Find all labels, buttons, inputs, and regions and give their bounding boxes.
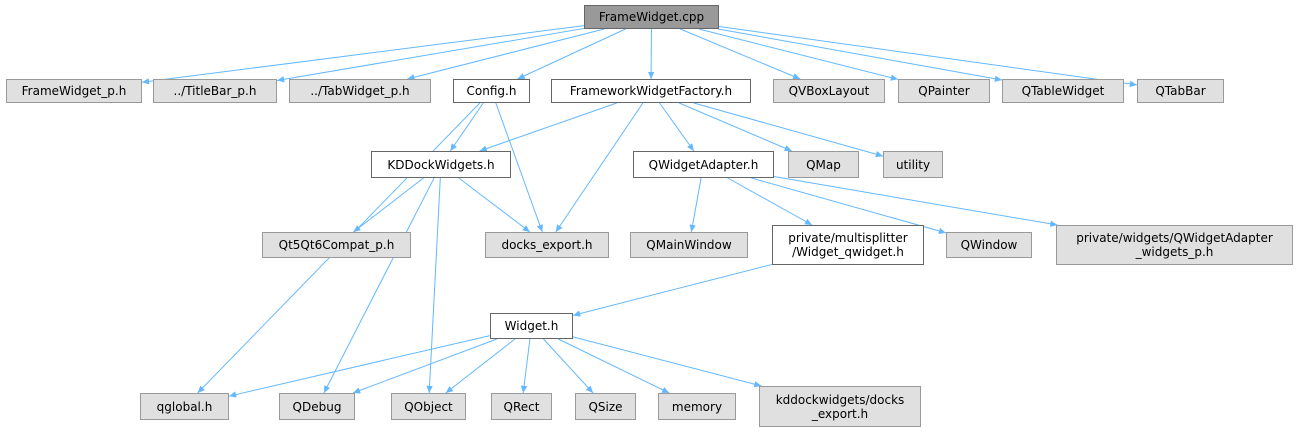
edge-framewidget-cpp-to-config-h xyxy=(517,28,626,80)
edge-framewidget-cpp-to-framewidget-p-h xyxy=(141,25,585,85)
node-qmainwindow: QMainWindow xyxy=(630,232,748,258)
edge-config-h-to-docks-export-h xyxy=(495,102,543,233)
node-frameworkwidgetfactory-h[interactable]: FrameworkWidgetFactory.h xyxy=(551,79,751,103)
node-utility: utility xyxy=(883,151,943,178)
node-memory: memory xyxy=(658,393,736,420)
node-config-h[interactable]: Config.h xyxy=(453,79,530,103)
node-qobject: QObject xyxy=(391,393,466,420)
edge-kddockwidgets-h-to-qdebug xyxy=(323,177,435,394)
edge-qwidgetadapter-h-to-qwidgetadapter-widgets-p-h xyxy=(773,176,1058,227)
node-qglobal-h: qglobal.h xyxy=(140,393,229,420)
edge-framewidget-cpp-to-tabwidget-p-h xyxy=(407,28,605,81)
edge-qwidgetadapter-h-to-widget-qwidget-h xyxy=(727,177,813,226)
edge-frameworkwidgetfactory-h-to-qwidgetadapter-h xyxy=(659,102,695,152)
node-qtablewidget: QTableWidget xyxy=(1002,79,1124,103)
node-qsize: QSize xyxy=(575,393,636,420)
node-qdebug: QDebug xyxy=(279,393,355,420)
edge-widget-h-to-qsize xyxy=(543,338,594,394)
edge-widget-h-to-qdebug xyxy=(352,338,498,394)
node-docks-export-h: docks_export.h xyxy=(485,232,609,258)
edge-framewidget-cpp-to-qvboxlayout xyxy=(680,28,801,80)
node-kdd-docks-export-h: kddockwidgets/docks _export.h xyxy=(759,386,921,427)
edge-qwidgetadapter-h-to-qwindow xyxy=(751,177,947,235)
node-qmap: QMap xyxy=(788,151,859,178)
node-qwidgetadapter-h[interactable]: QWidgetAdapter.h xyxy=(633,151,774,178)
edge-widget-h-to-kdd-docks-export-h xyxy=(572,336,762,388)
edge-framewidget-cpp-to-qtablewidget xyxy=(718,28,1003,82)
edge-frameworkwidgetfactory-h-to-kddockwidgets-h xyxy=(479,102,617,152)
node-kddockwidgets-h[interactable]: KDDockWidgets.h xyxy=(371,151,511,178)
edge-widget-h-to-qrect xyxy=(520,338,531,394)
edge-frameworkwidgetfactory-h-to-qmap xyxy=(678,102,793,152)
edge-kddockwidgets-h-to-docks-export-h xyxy=(458,177,531,233)
edge-frameworkwidgetfactory-h-to-utility xyxy=(693,102,884,158)
edge-framewidget-cpp-to-qtabbar xyxy=(718,25,1138,88)
node-tabwidget-p-h: ../TabWidget_p.h xyxy=(289,79,431,103)
node-qt5qt6compat-p-h: Qt5Qt6Compat_p.h xyxy=(262,232,411,258)
node-qwidgetadapter-widgets-p-h: private/widgets/QWidgetAdapter _widgets_… xyxy=(1056,225,1293,265)
edge-config-h-to-kddockwidgets-h xyxy=(449,102,484,152)
node-widget-h[interactable]: Widget.h xyxy=(490,313,573,339)
edge-framewidget-cpp-to-qpainter xyxy=(698,28,899,81)
edge-kddockwidgets-h-to-qobject xyxy=(426,177,441,394)
edge-widget-h-to-memory xyxy=(558,338,670,394)
edge-framewidget-cpp-to-titlebar-p-h xyxy=(276,27,585,83)
edge-widget-h-to-qglobal-h xyxy=(228,335,491,398)
node-framewidget-p-h: FrameWidget_p.h xyxy=(6,79,142,103)
edge-widget-qwidget-h-to-widget-h xyxy=(572,263,773,317)
edge-frameworkwidgetfactory-h-to-docks-export-h xyxy=(555,102,644,233)
node-widget-qwidget-h[interactable]: private/multisplitter /Widget_qwidget.h xyxy=(772,225,924,265)
edge-widget-h-to-qobject xyxy=(445,338,516,394)
node-qtabbar: QTabBar xyxy=(1137,79,1224,103)
node-qwindow: QWindow xyxy=(946,232,1032,258)
edge-qwidgetadapter-h-to-qmainwindow xyxy=(689,177,702,233)
node-qrect: QRect xyxy=(491,393,552,420)
node-titlebar-p-h: ../TitleBar_p.h xyxy=(153,79,277,103)
node-framewidget-cpp: FrameWidget.cpp xyxy=(584,5,719,29)
node-qpainter: QPainter xyxy=(898,79,990,103)
edge-kddockwidgets-h-to-qt5qt6compat-p-h xyxy=(353,177,424,233)
node-qvboxlayout: QVBoxLayout xyxy=(773,79,885,103)
